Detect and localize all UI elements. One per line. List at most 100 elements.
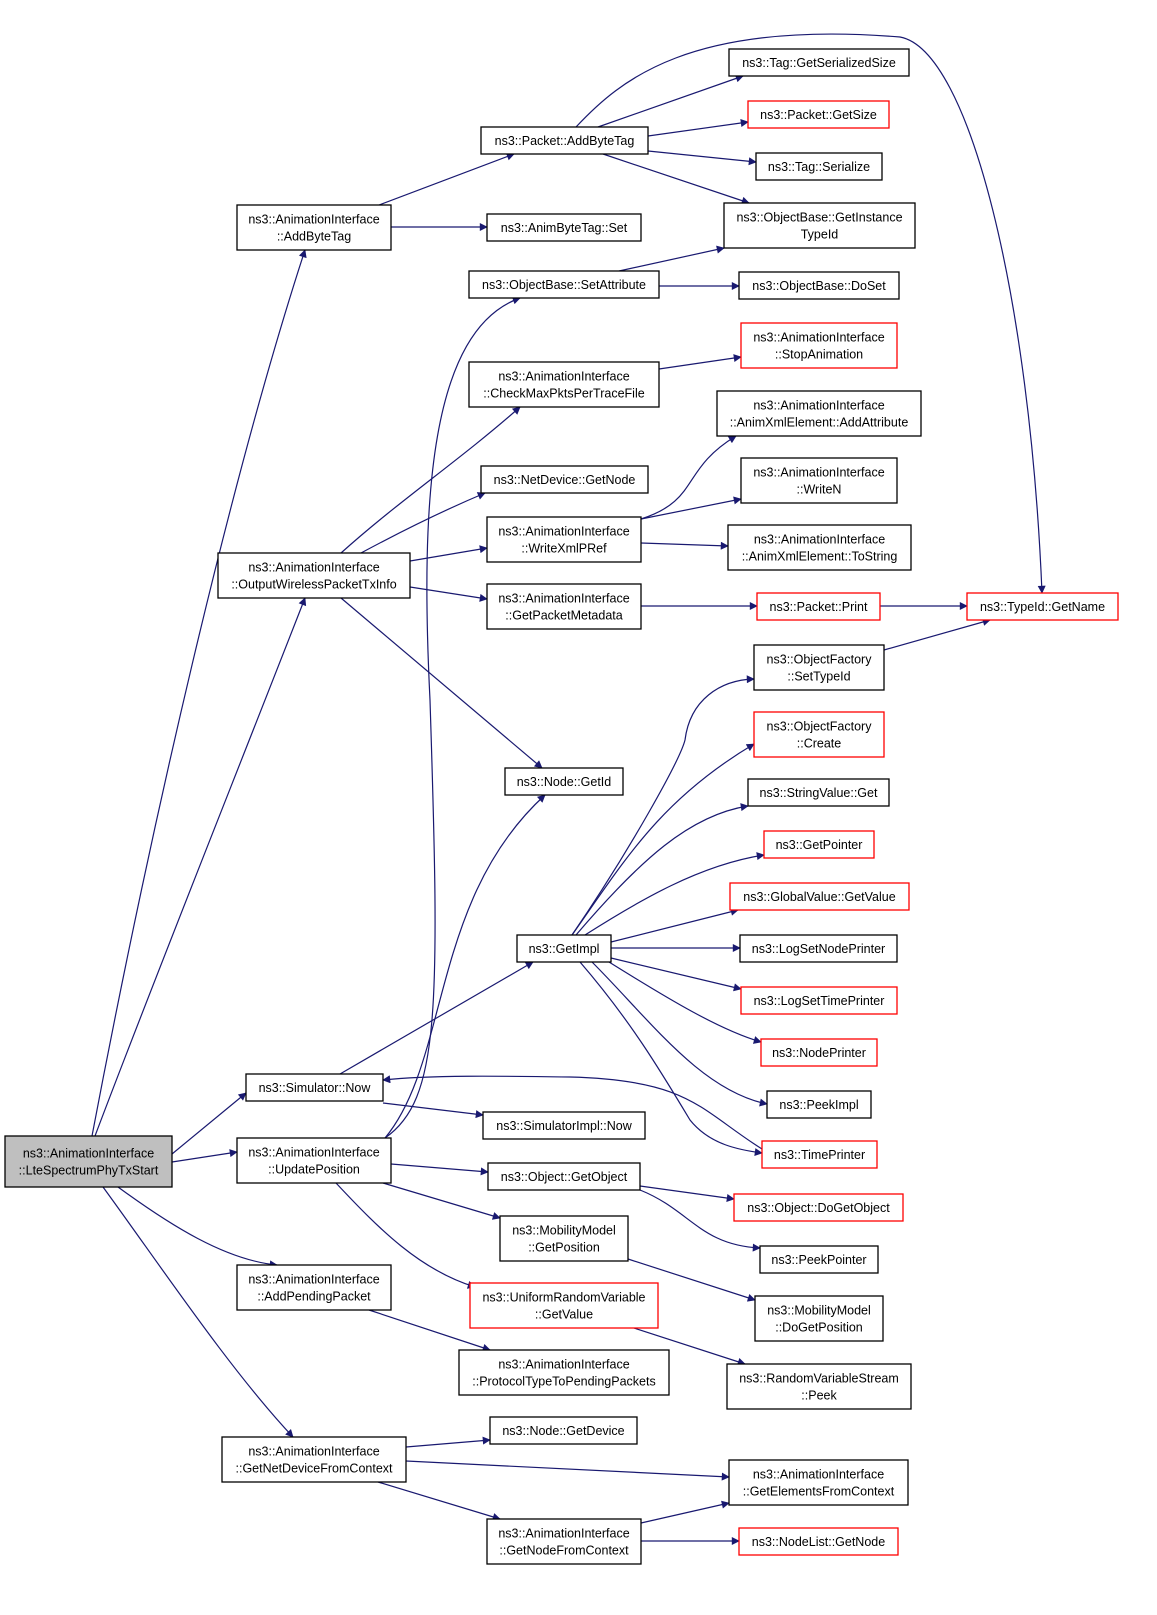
function-node-setattribute[interactable]: ns3::ObjectBase::SetAttribute <box>468 270 660 299</box>
node-box[interactable] <box>486 583 642 630</box>
function-node-nodeprinter[interactable]: ns3::NodePrinter <box>760 1038 878 1067</box>
function-node-stopanim[interactable]: ns3::AnimationInterface::StopAnimation <box>740 322 898 369</box>
node-box[interactable] <box>480 465 649 494</box>
function-node-addattribute[interactable]: ns3::AnimationInterface::AnimXmlElement:… <box>716 390 922 437</box>
function-node-nodegetdevice[interactable]: ns3::Node::GetDevice <box>489 1416 638 1445</box>
function-node-packetprint[interactable]: ns3::Packet::Print <box>756 592 881 621</box>
function-node-objgetobject[interactable]: ns3::Object::GetObject <box>487 1162 641 1191</box>
node-box[interactable] <box>726 1363 912 1410</box>
node-box[interactable] <box>486 516 642 563</box>
function-node-getpacketmeta[interactable]: ns3::AnimationInterface::GetPacketMetada… <box>486 583 642 630</box>
function-node-animbytetagset[interactable]: ns3::AnimByteTag::Set <box>486 213 642 242</box>
node-box[interactable] <box>729 882 910 911</box>
node-box[interactable] <box>716 390 922 437</box>
node-box[interactable] <box>499 1215 629 1262</box>
function-node-getelemfromctx[interactable]: ns3::AnimationInterface::GetElementsFrom… <box>728 1459 909 1506</box>
node-box[interactable] <box>766 1090 872 1119</box>
function-node-typeidgetname[interactable]: ns3::TypeId::GetName <box>966 592 1119 621</box>
function-node-objfactsettypeid[interactable]: ns3::ObjectFactory::SetTypeId <box>753 644 885 691</box>
function-node-getpointer[interactable]: ns3::GetPointer <box>763 830 875 859</box>
node-box[interactable] <box>753 644 885 691</box>
function-node-packetaddbytetag[interactable]: ns3::Packet::AddByteTag <box>480 126 649 155</box>
function-node-getnodefromctx[interactable]: ns3::AnimationInterface::GetNodeFromCont… <box>486 1518 642 1565</box>
node-box[interactable] <box>236 204 392 251</box>
function-node-urvgetvalue[interactable]: ns3::UniformRandomVariable::GetValue <box>469 1282 659 1329</box>
node-box[interactable] <box>469 1282 659 1329</box>
function-node-netdevgetnode[interactable]: ns3::NetDevice::GetNode <box>480 465 649 494</box>
node-box[interactable] <box>728 48 910 77</box>
node-box[interactable] <box>236 1137 392 1184</box>
node-box[interactable] <box>217 552 411 599</box>
function-node-writen[interactable]: ns3::AnimationInterface::WriteN <box>740 457 898 504</box>
function-node-getnetdev[interactable]: ns3::AnimationInterface::GetNetDeviceFro… <box>221 1436 407 1483</box>
function-node-timeprinter[interactable]: ns3::TimePrinter <box>761 1140 878 1169</box>
node-box[interactable] <box>480 126 649 155</box>
node-box[interactable] <box>733 1193 904 1222</box>
function-node-addpending[interactable]: ns3::AnimationInterface::AddPendingPacke… <box>236 1264 392 1311</box>
function-node-objfactcreate[interactable]: ns3::ObjectFactory::Create <box>753 711 885 758</box>
function-node-simimplnow[interactable]: ns3::SimulatorImpl::Now <box>482 1111 646 1140</box>
node-box[interactable] <box>739 934 898 963</box>
function-node-packetgetsize[interactable]: ns3::Packet::GetSize <box>747 100 890 129</box>
function-node-writexmlpref[interactable]: ns3::AnimationInterface::WriteXmlPRef <box>486 516 642 563</box>
node-box[interactable] <box>486 213 642 242</box>
node-box[interactable] <box>458 1349 670 1396</box>
node-box[interactable] <box>738 271 900 300</box>
node-box[interactable] <box>486 1518 642 1565</box>
node-box[interactable] <box>728 1459 909 1506</box>
node-box[interactable] <box>753 711 885 758</box>
function-node-peekimpl[interactable]: ns3::PeekImpl <box>766 1090 872 1119</box>
function-node-taggetsersize[interactable]: ns3::Tag::GetSerializedSize <box>728 48 910 77</box>
function-node-checkmax[interactable]: ns3::AnimationInterface::CheckMaxPktsPer… <box>468 361 660 408</box>
node-box[interactable] <box>760 1038 878 1067</box>
function-node-objbasedoset[interactable]: ns3::ObjectBase::DoSet <box>738 271 900 300</box>
function-node-mobgetpos[interactable]: ns3::MobilityModel::GetPosition <box>499 1215 629 1262</box>
node-box[interactable] <box>468 361 660 408</box>
node-box[interactable] <box>755 152 883 181</box>
node-box[interactable] <box>487 1162 641 1191</box>
node-box[interactable] <box>747 100 890 129</box>
function-node-prototype[interactable]: ns3::AnimationInterface::ProtocolTypeToP… <box>458 1349 670 1396</box>
node-box[interactable] <box>504 767 624 796</box>
function-node-simnow[interactable]: ns3::Simulator::Now <box>245 1073 384 1102</box>
node-box[interactable] <box>4 1135 173 1188</box>
node-box[interactable] <box>740 322 898 369</box>
function-node-logsetnodeprinter[interactable]: ns3::LogSetNodePrinter <box>739 934 898 963</box>
function-node-globalvaluegetvalue[interactable]: ns3::GlobalValue::GetValue <box>729 882 910 911</box>
node-box[interactable] <box>516 934 612 963</box>
function-node-getimpl[interactable]: ns3::GetImpl <box>516 934 612 963</box>
node-box[interactable] <box>738 1527 899 1556</box>
function-node-stringvalueget[interactable]: ns3::StringValue::Get <box>747 778 890 807</box>
function-node-logsettimeprinter[interactable]: ns3::LogSetTimePrinter <box>740 986 898 1015</box>
function-node-peekpointer[interactable]: ns3::PeekPointer <box>759 1245 879 1274</box>
node-box[interactable] <box>236 1264 392 1311</box>
node-box[interactable] <box>482 1111 646 1140</box>
function-node-mobdogetpos[interactable]: ns3::MobilityModel::DoGetPosition <box>754 1295 884 1342</box>
node-box[interactable] <box>759 1245 879 1274</box>
node-box[interactable] <box>740 986 898 1015</box>
node-box[interactable] <box>763 830 875 859</box>
function-node-nodelistgetnode[interactable]: ns3::NodeList::GetNode <box>738 1527 899 1556</box>
node-box[interactable] <box>754 1295 884 1342</box>
function-node-outputwireless[interactable]: ns3::AnimationInterface::OutputWirelessP… <box>217 552 411 599</box>
function-node-objdogetobject[interactable]: ns3::Object::DoGetObject <box>733 1193 904 1222</box>
node-box[interactable] <box>723 202 916 249</box>
node-box[interactable] <box>245 1073 384 1102</box>
function-node-addbytetag[interactable]: ns3::AnimationInterface::AddByteTag <box>236 204 392 251</box>
node-box[interactable] <box>756 592 881 621</box>
function-node-rvspeek[interactable]: ns3::RandomVariableStream::Peek <box>726 1363 912 1410</box>
node-box[interactable] <box>489 1416 638 1445</box>
function-node-nodegetid[interactable]: ns3::Node::GetId <box>504 767 624 796</box>
function-node-tagserialize[interactable]: ns3::Tag::Serialize <box>755 152 883 181</box>
function-node-tostring[interactable]: ns3::AnimationInterface::AnimXmlElement:… <box>727 524 912 571</box>
function-node-updatepos[interactable]: ns3::AnimationInterface::UpdatePosition <box>236 1137 392 1184</box>
node-box[interactable] <box>761 1140 878 1169</box>
node-box[interactable] <box>221 1436 407 1483</box>
node-box[interactable] <box>966 592 1119 621</box>
node-box[interactable] <box>468 270 660 299</box>
node-box[interactable] <box>727 524 912 571</box>
node-box[interactable] <box>747 778 890 807</box>
node-box[interactable] <box>740 457 898 504</box>
function-node-lte[interactable]: ns3::AnimationInterface::LteSpectrumPhyT… <box>4 1135 173 1188</box>
